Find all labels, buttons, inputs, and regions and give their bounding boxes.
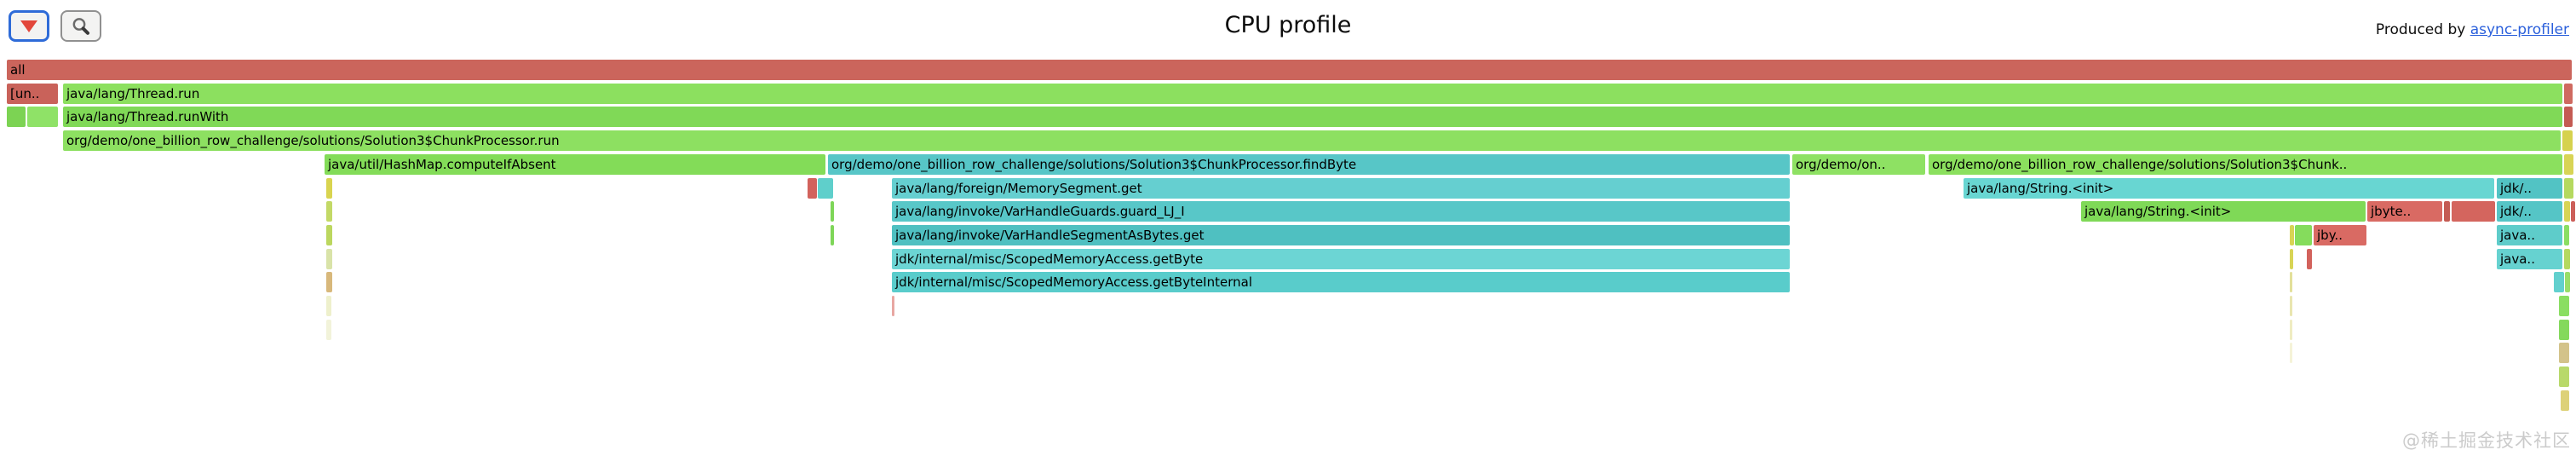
flame-frame[interactable]: jby.. [2314, 225, 2366, 245]
flame-frame[interactable] [2295, 225, 2312, 245]
flame-frame[interactable] [2290, 343, 2292, 363]
flame-frame[interactable] [326, 178, 332, 199]
flame-frame[interactable] [2290, 249, 2293, 269]
flame-frame[interactable] [326, 249, 332, 269]
flip-orientation-button[interactable] [9, 10, 49, 42]
flame-frame[interactable] [2290, 296, 2292, 316]
flame-frame[interactable] [2565, 272, 2570, 292]
flame-frame[interactable] [2564, 178, 2573, 199]
watermark: @稀土掘金技术社区 [2402, 430, 2571, 451]
flame-frame[interactable] [831, 201, 834, 222]
flame-frame[interactable] [2559, 320, 2569, 340]
flame-frame[interactable] [2564, 201, 2570, 222]
flame-frame[interactable]: java/lang/String.<init> [1964, 178, 2494, 199]
flame-frame[interactable] [2559, 367, 2569, 387]
flame-frame[interactable]: jdk/internal/misc/ScopedMemoryAccess.get… [892, 249, 1790, 269]
flame-frame[interactable] [326, 320, 331, 340]
flame-frame[interactable]: [un.. [7, 84, 58, 104]
flame-frame[interactable]: java.. [2497, 249, 2562, 269]
flame-frame[interactable] [831, 225, 834, 245]
flame-frame[interactable]: org/demo/one_billion_row_challenge/solut… [1929, 154, 2562, 175]
flame-frame[interactable] [2564, 154, 2573, 175]
flame-frame[interactable] [2564, 107, 2573, 127]
flame-frame[interactable]: jdk/.. [2497, 178, 2562, 199]
flame-frame[interactable] [892, 296, 894, 316]
flame-frame[interactable] [2307, 249, 2312, 269]
flame-frame[interactable] [7, 107, 26, 127]
flame-frame[interactable]: org/demo/on.. [1792, 154, 1925, 175]
flame-frame[interactable] [808, 178, 817, 199]
flame-frame[interactable] [2554, 272, 2564, 292]
flame-frame[interactable] [2559, 296, 2569, 316]
search-button[interactable] [60, 10, 101, 42]
flame-frame[interactable] [2564, 249, 2570, 269]
flame-frame[interactable] [2290, 225, 2294, 245]
search-icon [72, 17, 89, 35]
flame-frame[interactable]: jbyte.. [2367, 201, 2442, 222]
flame-frame[interactable]: java/lang/String.<init> [2081, 201, 2366, 222]
flame-frame[interactable]: java/lang/foreign/MemorySegment.get [892, 178, 1790, 199]
triangle-down-icon [20, 20, 37, 32]
flame-frame[interactable]: org/demo/one_billion_row_challenge/solut… [63, 130, 2561, 151]
flame-frame[interactable]: java/lang/invoke/VarHandleGuards.guard_L… [892, 201, 1790, 222]
flame-frame[interactable] [2562, 130, 2573, 151]
flame-frame[interactable]: java/lang/Thread.run [63, 84, 2562, 104]
flame-frame[interactable] [2290, 272, 2292, 292]
flame-frame[interactable] [2444, 201, 2450, 222]
produced-by-text: Produced by [2375, 21, 2470, 38]
flame-frame[interactable] [27, 107, 58, 127]
flame-frame[interactable]: jdk/.. [2497, 201, 2562, 222]
flame-frame[interactable]: java/lang/invoke/VarHandleSegmentAsBytes… [892, 225, 1790, 245]
flame-frame[interactable] [326, 225, 332, 245]
flame-frame[interactable] [326, 296, 331, 316]
flame-frame[interactable] [2290, 320, 2292, 340]
flame-frame[interactable] [818, 178, 833, 199]
produced-by-credit: Produced by async-profiler [2376, 21, 2569, 38]
async-profiler-link[interactable]: async-profiler [2470, 21, 2569, 38]
flame-frame[interactable] [2571, 201, 2575, 222]
flame-frame[interactable] [326, 272, 332, 292]
flame-frame[interactable] [2559, 343, 2569, 363]
flame-frame[interactable]: jdk/internal/misc/ScopedMemoryAccess.get… [892, 272, 1790, 292]
flame-frame[interactable]: java.. [2497, 225, 2562, 245]
flame-frame[interactable]: all [7, 60, 2572, 80]
flame-frame[interactable] [326, 201, 332, 222]
flame-frame[interactable] [2561, 390, 2569, 411]
flame-frame[interactable]: org/demo/one_billion_row_challenge/solut… [828, 154, 1790, 175]
page-title: CPU profile [1224, 12, 1352, 38]
flame-frame[interactable] [2564, 225, 2569, 245]
flame-frame[interactable]: java/lang/Thread.runWith [63, 107, 2562, 127]
flame-frame[interactable] [2564, 84, 2573, 104]
flame-frame[interactable]: java/util/HashMap.computeIfAbsent [325, 154, 825, 175]
flame-frame[interactable] [2452, 201, 2495, 222]
